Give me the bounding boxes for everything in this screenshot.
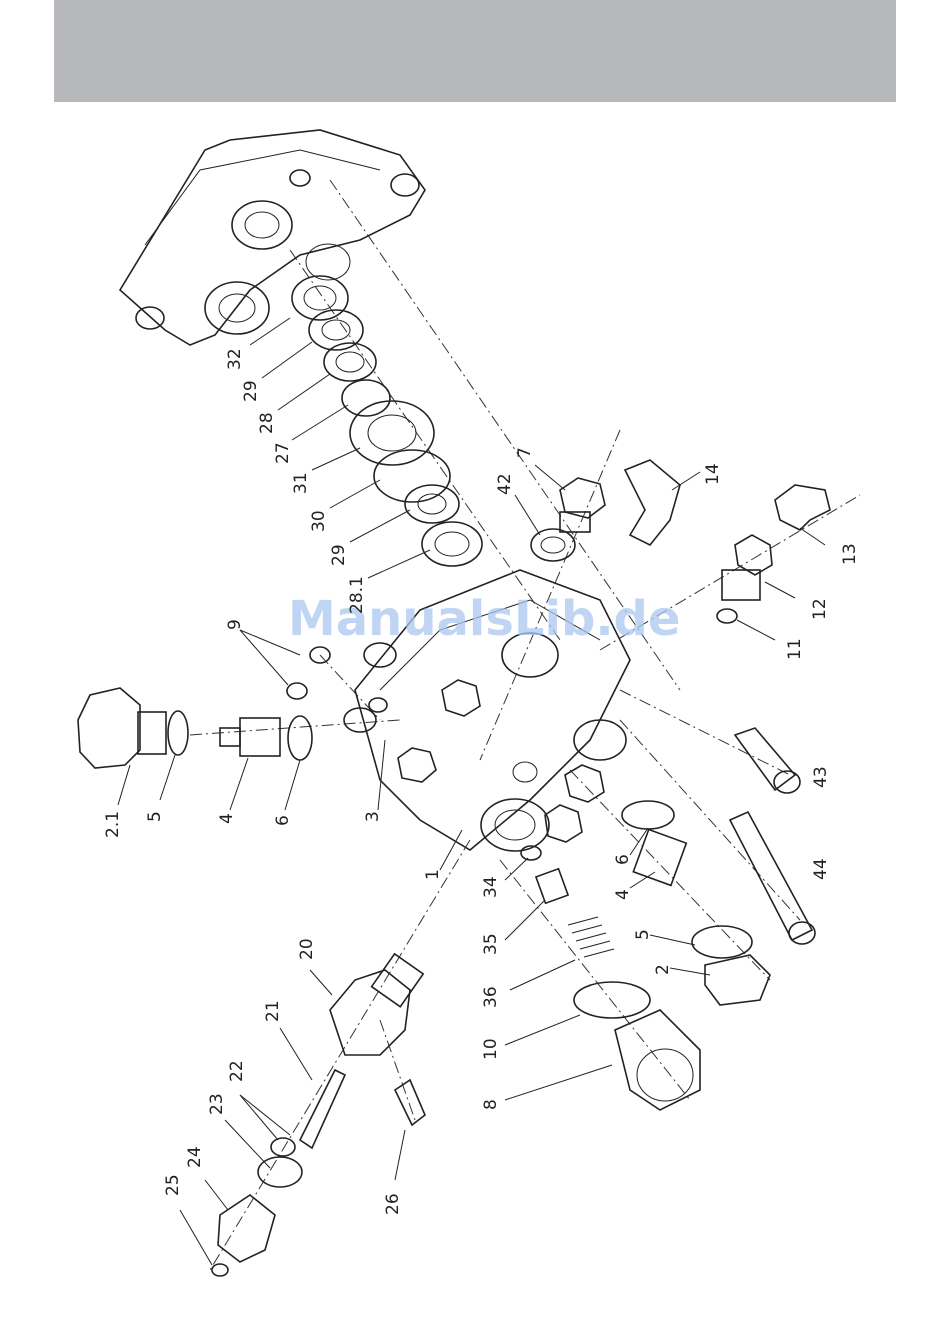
callout-12: 12 xyxy=(810,598,830,620)
part-callouts: 32 29 28 27 31 30 29 28.1 42 7 14 13 12 … xyxy=(103,348,860,1215)
callout-35: 35 xyxy=(481,933,501,955)
callout-32: 32 xyxy=(225,348,245,370)
lower-center-parts xyxy=(521,846,700,1110)
callout-26: 26 xyxy=(383,1193,403,1215)
callout-1: 1 xyxy=(423,869,443,880)
callout-22: 22 xyxy=(227,1060,247,1082)
callout-4: 4 xyxy=(217,813,237,824)
callout-29: 29 xyxy=(241,380,261,402)
callout-9: 9 xyxy=(225,619,245,630)
callout-30: 30 xyxy=(309,510,329,532)
callout-28-1: 28.1 xyxy=(347,576,367,614)
callout-24: 24 xyxy=(185,1146,205,1168)
callout-2-1: 2.1 xyxy=(103,811,123,838)
callout-6b: 6 xyxy=(613,854,633,865)
pump-head-flange xyxy=(120,130,425,345)
bolts xyxy=(730,728,815,944)
callout-11: 11 xyxy=(785,638,805,660)
callout-2: 2 xyxy=(653,964,673,975)
callout-44: 44 xyxy=(811,858,831,880)
callout-21: 21 xyxy=(263,1000,283,1022)
lance-parts xyxy=(212,954,425,1276)
callout-42: 42 xyxy=(495,473,515,495)
callout-23: 23 xyxy=(207,1093,227,1115)
callout-27: 27 xyxy=(273,442,293,464)
callout-25: 25 xyxy=(163,1174,183,1196)
callout-36: 36 xyxy=(481,986,501,1008)
callout-43: 43 xyxy=(811,766,831,788)
left-valve-group xyxy=(78,647,387,768)
callout-14: 14 xyxy=(703,463,723,485)
callout-5b: 5 xyxy=(633,929,653,940)
callout-7: 7 xyxy=(515,447,535,458)
callout-29b: 29 xyxy=(329,544,349,566)
callout-20: 20 xyxy=(297,938,317,960)
callout-8: 8 xyxy=(481,1099,501,1110)
callout-13: 13 xyxy=(840,543,860,565)
callout-31: 31 xyxy=(291,472,311,494)
callout-28: 28 xyxy=(257,412,277,434)
callout-4b: 4 xyxy=(613,889,633,900)
callout-3: 3 xyxy=(363,811,383,822)
callout-10: 10 xyxy=(481,1038,501,1060)
leader-lines xyxy=(118,318,825,1265)
callout-5: 5 xyxy=(145,811,165,822)
callout-34: 34 xyxy=(481,876,501,898)
callout-6: 6 xyxy=(273,815,293,826)
